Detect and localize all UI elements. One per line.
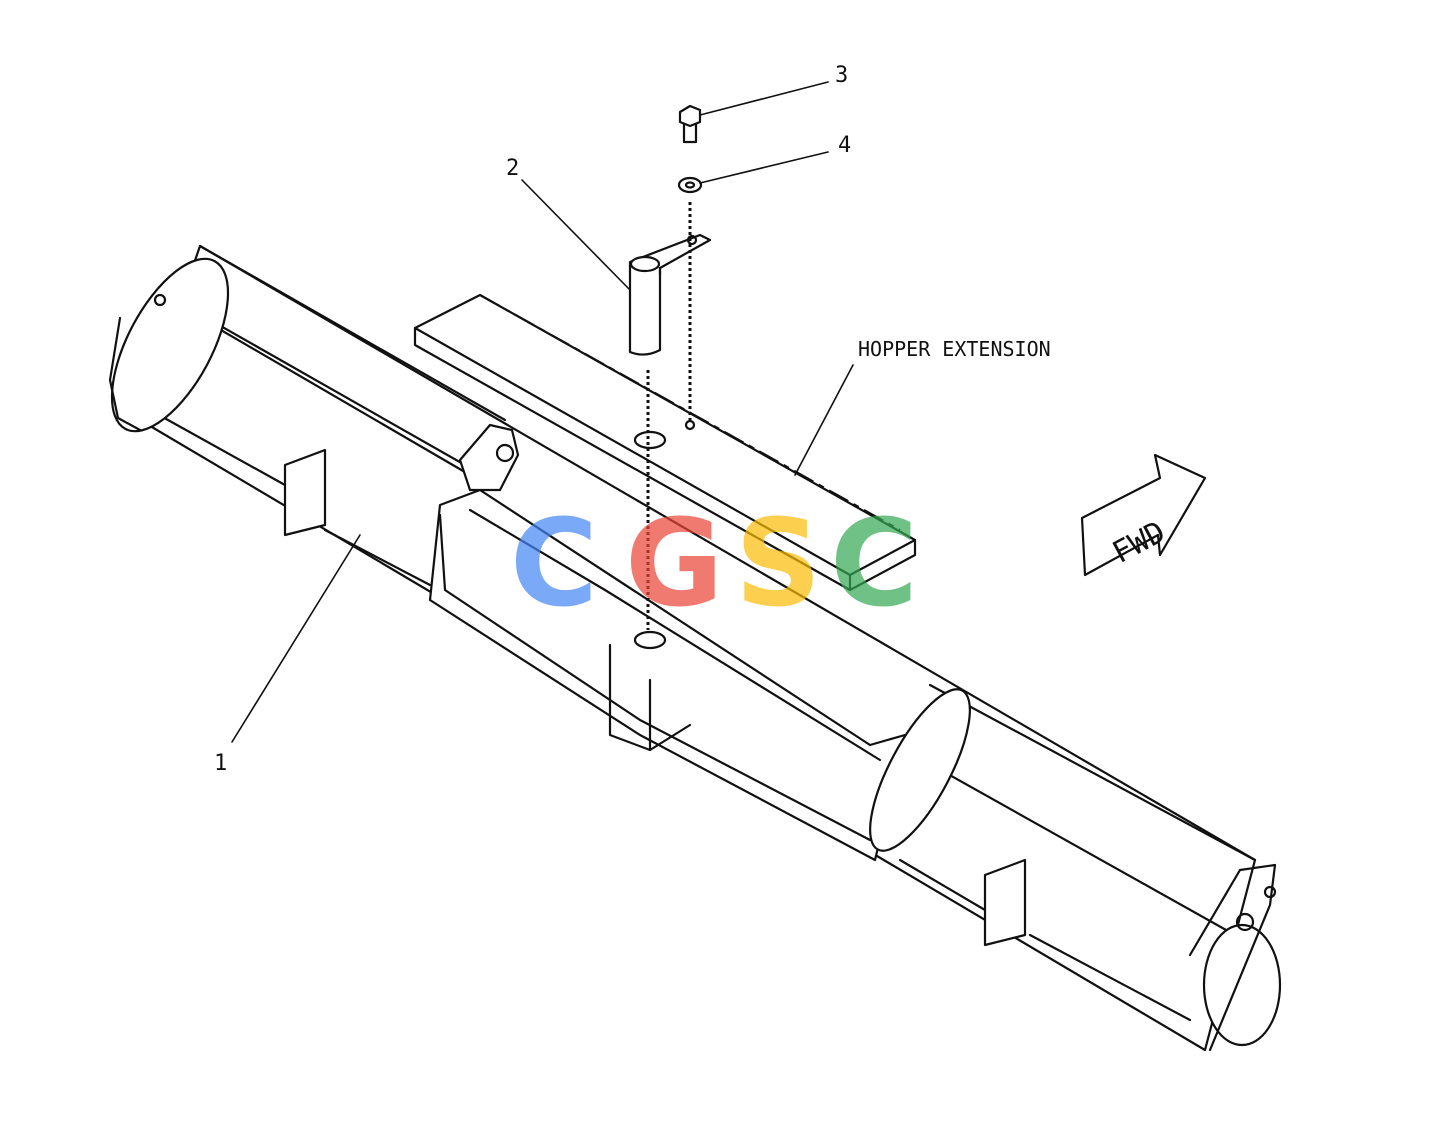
leader-hopper: [794, 364, 854, 476]
leader-1: [231, 534, 361, 743]
tube-inner2-left: [188, 310, 472, 477]
leader-4: [699, 151, 829, 184]
leader-2: [521, 179, 631, 291]
bolt-head: [678, 104, 702, 128]
right-bracket-hole-small: [1263, 885, 1277, 899]
bolt-part-3: [678, 104, 702, 144]
left-end-bracket: [108, 316, 142, 432]
center-bracket-top: [468, 508, 882, 762]
axle-frame: [108, 244, 1282, 1052]
fwd-arrow: FWD: [1080, 453, 1207, 577]
watermark-letter-2: G: [625, 495, 724, 634]
pin-head: [629, 255, 661, 273]
watermark-letter-1: C: [510, 495, 598, 634]
hopper-extension-plate: [413, 293, 917, 650]
tube-top-left: [198, 244, 507, 422]
tube-bottom-mid: [323, 528, 432, 587]
right-end-bracket: [1188, 863, 1277, 1052]
right-mount-pad: [983, 858, 1027, 947]
left-bracket-hole: [153, 293, 167, 307]
callout-2: 2: [506, 156, 519, 181]
pin-part-2: [628, 233, 712, 630]
tube-bottom-right: [898, 858, 987, 912]
plate-hole-upper: [633, 430, 667, 450]
washer: [677, 176, 703, 194]
callout-4: 4: [838, 133, 851, 158]
tube-bottom-left: [148, 408, 287, 487]
center-bracket-inner: [438, 513, 872, 842]
washer-part-4: [677, 176, 703, 420]
tube-inner-right: [903, 748, 1237, 937]
bolt-shank: [682, 122, 698, 144]
callout-3: 3: [835, 63, 848, 88]
right-end-cap: [1202, 923, 1282, 1047]
center-post-base: [648, 723, 692, 752]
plate-hole-lower: [633, 630, 667, 650]
washer-hole: [684, 181, 696, 189]
watermark-logo: C G S C: [510, 495, 918, 634]
watermark-letter-4: C: [830, 495, 918, 634]
hopper-extension-label: HOPPER EXTENSION: [858, 337, 1051, 361]
bolt-hole: [684, 419, 696, 431]
watermark-letter-3: S: [735, 495, 821, 634]
fwd-arrow-shape: [1080, 453, 1207, 577]
center-post: [608, 643, 652, 752]
pin-tab-hole: [686, 234, 698, 246]
pin-body: [628, 233, 712, 356]
left-tube-end: [110, 257, 230, 433]
left-pivot-hole: [495, 443, 515, 463]
tube-bottom-right2: [1028, 933, 1192, 1022]
right-bracket-hole: [1235, 912, 1255, 932]
callout-1: 1: [214, 751, 227, 776]
tube-top-right: [928, 683, 1257, 862]
right-tube-start: [869, 688, 971, 852]
left-mount-pad: [283, 448, 327, 537]
leader-3: [699, 81, 829, 116]
left-pivot-lug: [458, 423, 520, 492]
